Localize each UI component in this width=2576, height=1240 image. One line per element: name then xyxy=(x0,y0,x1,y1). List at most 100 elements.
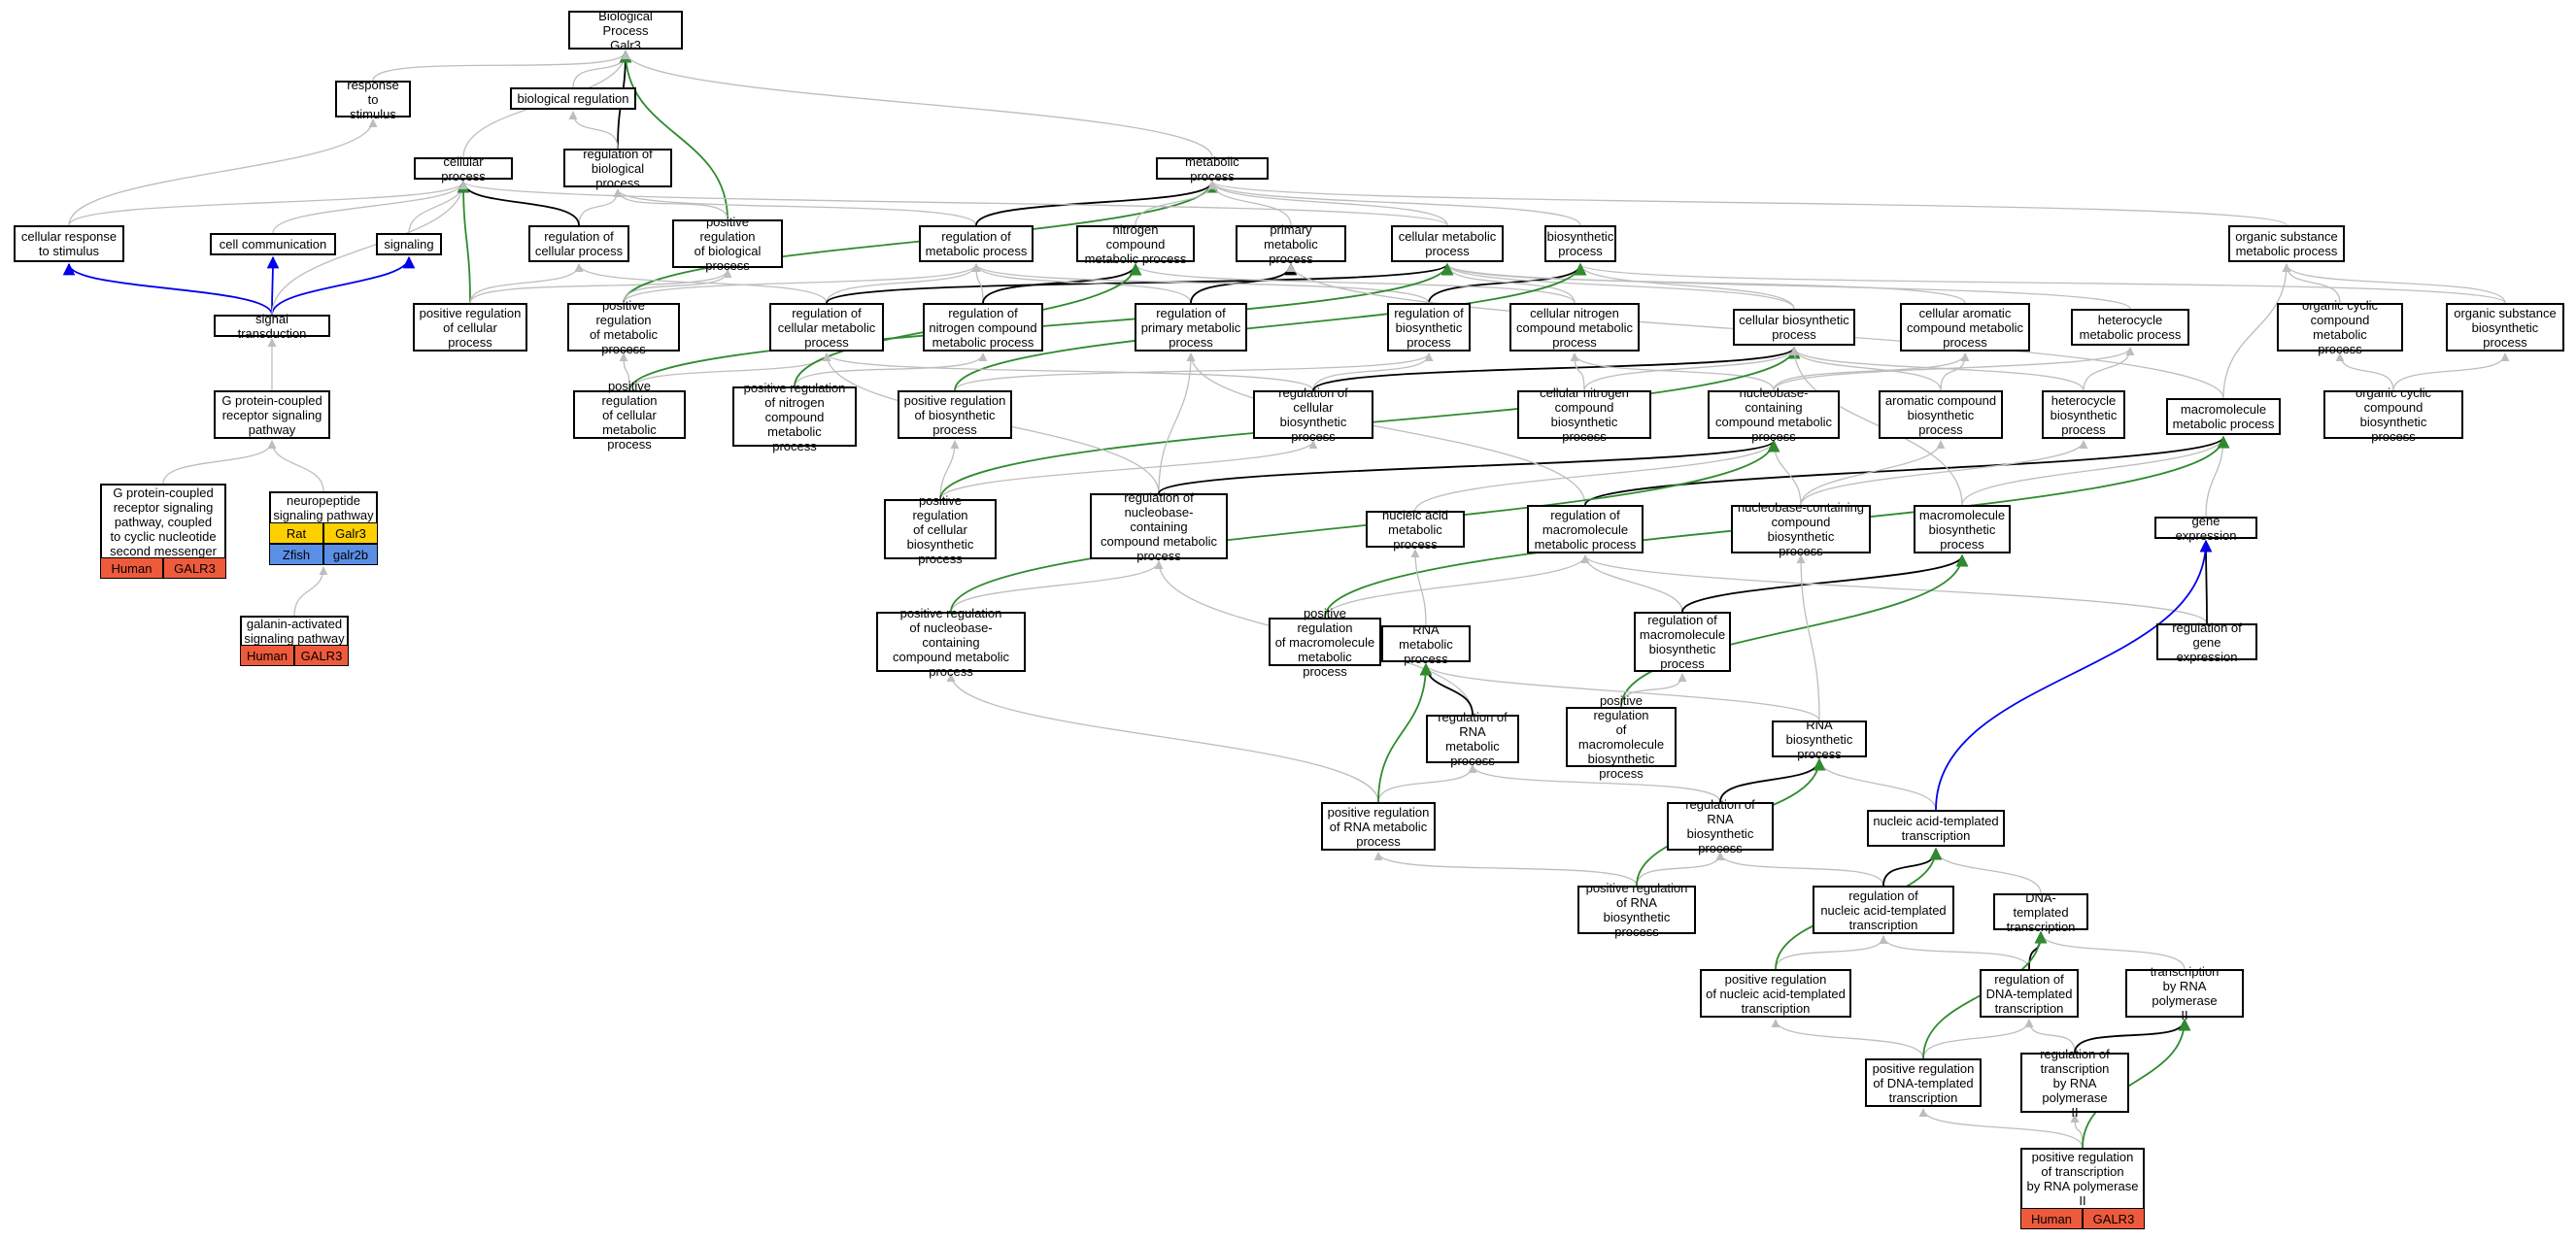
go-term-rncmp[interactable]: regulation of nitrogen compound metaboli… xyxy=(923,303,1043,352)
go-term-osmp[interactable]: organic substance metabolic process xyxy=(2228,225,2345,262)
species-cell[interactable]: Human xyxy=(100,557,163,579)
go-term-prmmp[interactable]: positive regulation of macromolecule met… xyxy=(1269,606,1381,679)
go-term-rnatt[interactable]: regulation of nucleic acid-templated tra… xyxy=(1813,886,1954,934)
edge-regulates xyxy=(2199,539,2213,624)
go-term-cbsp[interactable]: cellular biosynthetic process xyxy=(1733,309,1855,346)
species-cell[interactable]: Rat xyxy=(269,522,323,544)
go-term-rbp[interactable]: regulation of biological process xyxy=(563,147,672,190)
go-term-ge[interactable]: gene expression xyxy=(2154,514,2257,543)
edge-is-a xyxy=(1377,764,1477,803)
edge-is-a xyxy=(1580,554,2208,624)
go-term-rbsp[interactable]: regulation of biosynthetic process xyxy=(1387,303,1471,352)
go-term-rmbp[interactable]: regulation of macromolecule biosynthetic… xyxy=(1634,612,1731,672)
species-cell[interactable]: Human xyxy=(2020,1208,2083,1229)
go-term-breg[interactable]: biological regulation xyxy=(510,87,636,110)
go-term-cmp[interactable]: cellular metabolic process xyxy=(1391,225,1504,262)
go-term-rrnamp[interactable]: regulation of RNA metabolic process xyxy=(1426,710,1519,768)
go-term-dtt[interactable]: DNA-templated transcription xyxy=(1993,890,2088,934)
go-term-pmp[interactable]: primary metabolic process xyxy=(1236,222,1346,266)
gene-cell[interactable]: Galr3 xyxy=(323,522,378,544)
go-term-prncmp[interactable]: positive regulation of nitrogen compound… xyxy=(732,381,857,453)
go-term-occbp[interactable]: organic cyclic compound biosynthetic pro… xyxy=(2323,385,2463,444)
gene-cell[interactable]: galr2b xyxy=(323,544,378,565)
go-term-rpmp[interactable]: regulation of primary metabolic process xyxy=(1135,303,1247,352)
go-term-mmp[interactable]: macromolecule metabolic process xyxy=(2166,398,2281,435)
species-cell[interactable]: Human xyxy=(240,645,294,666)
go-term-rts[interactable]: response to stimulus xyxy=(335,78,411,121)
go-term-prnatt[interactable]: positive regulation of nucleic acid-temp… xyxy=(1700,969,1851,1018)
go-term-prtrp2[interactable]: positive regulation of transcription by … xyxy=(2020,1148,2145,1208)
go-term-rmp[interactable]: regulation of metabolic process xyxy=(919,225,1034,262)
go-term-prcp[interactable]: positive regulation of cellular process xyxy=(413,303,527,352)
go-term-rcmp[interactable]: regulation of cellular metabolic process xyxy=(769,303,884,352)
edge-is-a xyxy=(939,440,1318,500)
edge-is-a xyxy=(1773,352,1970,391)
go-term-bsp[interactable]: biosynthetic process xyxy=(1544,225,1616,262)
go-term-rtrp2[interactable]: regulation of transcription by RNA polym… xyxy=(2020,1047,2129,1120)
edge-is-a xyxy=(1918,1108,2084,1149)
go-term-gasp[interactable]: galanin-activated signaling pathway xyxy=(240,616,349,646)
go-term-crs[interactable]: cellular response to stimulus xyxy=(14,225,124,262)
go-term-cacmp[interactable]: cellular aromatic compound metabolic pro… xyxy=(1900,303,2030,352)
go-term-prmbp[interactable]: positive regulation of macromolecule bio… xyxy=(1566,693,1677,781)
go-term-rdtt[interactable]: regulation of DNA-templated transcriptio… xyxy=(1980,969,2079,1018)
edge-is-a xyxy=(1789,347,2085,391)
go-term-cncbp[interactable]: cellular nitrogen compound biosynthetic … xyxy=(1517,385,1651,444)
go-term-gpcr2[interactable]: G protein-coupled receptor signaling pat… xyxy=(100,484,226,558)
edge-is-a xyxy=(1576,263,1795,310)
go-term-rcp[interactable]: regulation of cellular process xyxy=(528,225,629,262)
go-term-namp[interactable]: nucleic acid metabolic process xyxy=(1366,508,1465,552)
gene-cell[interactable]: GALR3 xyxy=(163,557,226,579)
go-term-rcbsp[interactable]: regulation of cellular biosynthetic proc… xyxy=(1253,385,1373,444)
go-term-acbp[interactable]: aromatic compound biosynthetic process xyxy=(1879,390,2003,439)
go-term-hmp[interactable]: heterocycle metabolic process xyxy=(2071,309,2189,346)
go-term-prbp[interactable]: positive regulation of biological proces… xyxy=(672,215,783,273)
go-term-st[interactable]: signal transduction xyxy=(214,312,330,341)
go-term-hbp[interactable]: heterocycle biosynthetic process xyxy=(2042,390,2125,439)
species-cell[interactable]: Zfish xyxy=(269,544,323,565)
edge-part-of xyxy=(271,255,416,316)
go-term-sig[interactable]: signaling xyxy=(376,233,442,255)
go-term-rrnabp[interactable]: regulation of RNA biosynthetic process xyxy=(1667,797,1774,855)
go-term-prcmp[interactable]: positive regulation of cellular metaboli… xyxy=(573,379,686,452)
go-term-prcbp[interactable]: positive regulation of cellular biosynth… xyxy=(884,493,997,566)
edge-is-a xyxy=(1207,181,1448,226)
go-term-rnamp[interactable]: RNA metabolic process xyxy=(1381,622,1471,666)
go-term-prdtt[interactable]: positive regulation of DNA-templated tra… xyxy=(1865,1058,1982,1107)
go-term-nbcmp[interactable]: nucleobase-containing compound metabolic… xyxy=(1708,385,1840,444)
go-term-ncmp[interactable]: nitrogen compound metabolic process xyxy=(1076,222,1195,266)
go-term-mp[interactable]: metabolic process xyxy=(1156,154,1269,184)
edge-is-a xyxy=(1158,352,1196,494)
go-term-prrnamp[interactable]: positive regulation of RNA metabolic pro… xyxy=(1321,802,1436,851)
go-term-cp[interactable]: cellular process xyxy=(414,154,513,184)
go-term-prrnabp[interactable]: positive regulation of RNA biosynthetic … xyxy=(1577,881,1696,939)
go-term-prbsp[interactable]: positive regulation of biosynthetic proc… xyxy=(898,390,1012,439)
go-term-prmp[interactable]: positive regulation of metabolic process xyxy=(567,298,680,356)
go-term-cc[interactable]: cell communication xyxy=(210,233,336,255)
edge-is-a xyxy=(1773,347,2135,391)
go-term-prnbc[interactable]: positive regulation of nucleobase-contai… xyxy=(876,606,1026,679)
go-term-rnabp[interactable]: RNA biosynthetic process xyxy=(1772,718,1867,761)
edge-is-a xyxy=(946,673,1379,803)
go-term-bp[interactable]: Biological Process Galr3 xyxy=(568,9,683,52)
go-term-rmmp[interactable]: regulation of macromolecule metabolic pr… xyxy=(1527,505,1644,553)
go-term-mbp[interactable]: macromolecule biosynthetic process xyxy=(1914,505,2011,553)
edge-regulates xyxy=(1419,662,1474,716)
go-term-trp2[interactable]: transcription by RNA polymerase II xyxy=(2125,964,2244,1022)
go-term-cncmp[interactable]: cellular nitrogen compound metabolic pro… xyxy=(1509,303,1640,352)
go-term-natt[interactable]: nucleic acid-templated transcription xyxy=(1867,810,2005,847)
go-term-nbcbp[interactable]: nucleobase-containing compound biosynthe… xyxy=(1731,500,1871,558)
go-term-osbp[interactable]: organic substance biosynthetic process xyxy=(2446,303,2564,352)
go-term-rge[interactable]: regulation of gene expression xyxy=(2156,620,2257,664)
go-term-npsp[interactable]: neuropeptide signaling pathway xyxy=(269,491,378,522)
edge-is-a xyxy=(458,181,1448,226)
go-term-occmp[interactable]: organic cyclic compound metabolic proces… xyxy=(2277,298,2403,356)
gene-cell[interactable]: GALR3 xyxy=(2083,1208,2145,1229)
go-term-rnbcmp[interactable]: regulation of nucleobase-containing comp… xyxy=(1090,490,1228,563)
edge-is-a xyxy=(372,50,630,82)
gene-cell[interactable]: GALR3 xyxy=(294,645,349,666)
go-term-gpcr[interactable]: G protein-coupled receptor signaling pat… xyxy=(214,390,330,439)
edge-is-a xyxy=(1468,764,1721,803)
